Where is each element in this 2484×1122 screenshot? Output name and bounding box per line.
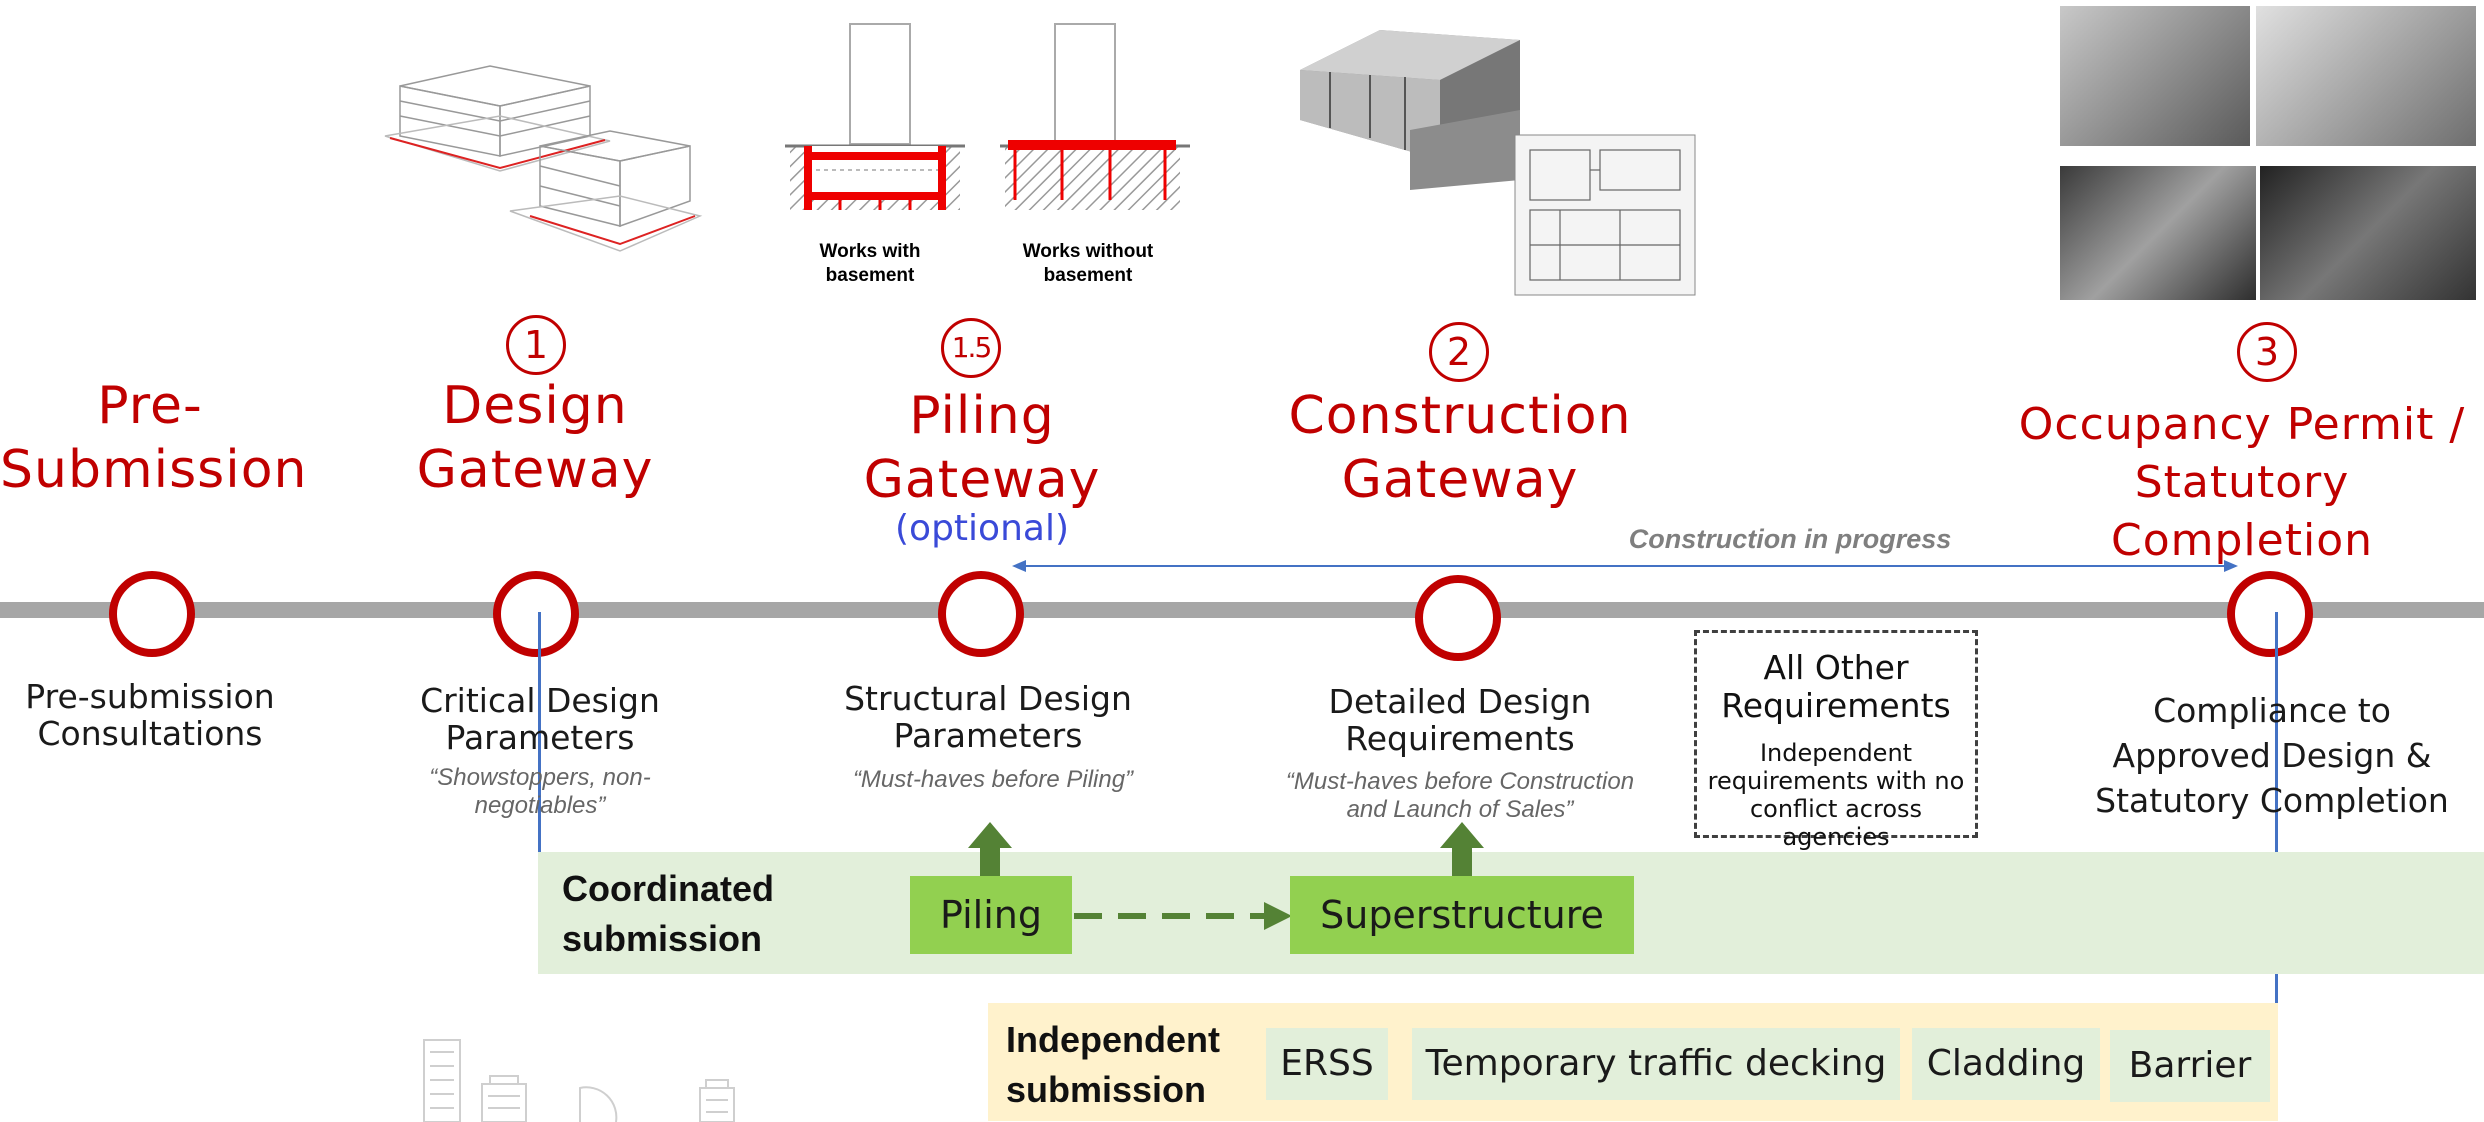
erss-box[interactable]: ERSS: [1266, 1028, 1388, 1100]
caption-construction: Detailed Design Requirements: [1280, 683, 1640, 757]
design-connector-line: [538, 612, 541, 914]
piling-caption-line2: Parameters: [893, 716, 1083, 755]
gateway-title-piling: Piling Gateway: [832, 384, 1132, 512]
pre-title-line2: Submission: [0, 440, 308, 500]
traffic-decking-box[interactable]: Temporary traffic decking: [1412, 1028, 1900, 1100]
milestone-construction[interactable]: [1415, 575, 1501, 661]
independent-label-line2: submission: [1006, 1069, 1207, 1110]
construction-caption-line2: Requirements: [1345, 719, 1575, 758]
occupancy-caption-line3: Statutory Completion: [2095, 781, 2449, 820]
construction-floorplan-images: [1300, 30, 1696, 296]
superstructure-box[interactable]: Superstructure: [1290, 876, 1634, 954]
construction-quote-line2: and Launch of Sales”: [1346, 796, 1574, 823]
photo-scan-building: [2260, 166, 2476, 300]
piling-basement-diagram: [785, 23, 1190, 210]
milestone-piling[interactable]: [938, 571, 1024, 657]
piling-up-arrow: [968, 822, 1012, 878]
pre-title-line1: Pre-: [97, 376, 203, 436]
other-req-desc-line3: conflict across agencies: [1749, 795, 1923, 851]
design-quote-line2: negotiables”: [474, 792, 606, 819]
construction-progress-arrow: [1012, 560, 2238, 572]
gateway-number-2: 2: [1429, 322, 1489, 382]
construction-title-line1: Construction: [1288, 386, 1632, 446]
occupancy-title-line2: Statutory Completion: [2110, 457, 2373, 566]
occupancy-photos: [2060, 6, 2480, 300]
with-basement-line2: basement: [825, 265, 915, 286]
piling-box[interactable]: Piling: [910, 876, 1072, 954]
timeline-track: [0, 602, 2484, 618]
other-req-title-line1: All Other: [1763, 648, 1909, 687]
caption-pre-submission: Pre-submission Consultations: [0, 678, 300, 752]
caption-occupancy: Compliance to Approved Design & Statutor…: [2060, 688, 2484, 823]
with-basement-label: Works with basement: [790, 240, 950, 288]
gateway-title-pre-submission: Pre- Submission: [0, 374, 308, 502]
occupancy-connector-line: [2275, 612, 2278, 1062]
design-caption-line1: Critical Design: [420, 681, 660, 720]
design-title-line2: Gateway: [416, 440, 654, 500]
photo-columns-2: [2256, 6, 2476, 146]
without-basement-label: Works without basement: [1008, 240, 1168, 288]
without-basement-line2: basement: [1043, 265, 1133, 286]
design-title-line1: Design: [442, 376, 628, 436]
gateway-number-3: 3: [2237, 322, 2297, 382]
gateway-number-1: 1: [506, 315, 566, 375]
independent-label-line1: Independent: [1006, 1019, 1220, 1060]
buildings-watermark-icon: [423, 1039, 735, 1122]
photo-columns-1: [2060, 6, 2250, 146]
coordinated-submission-label: Coordinated submission: [562, 864, 774, 964]
with-basement-line1: Works with: [819, 241, 921, 262]
construction-title-line2: Gateway: [1341, 450, 1579, 510]
milestone-occupancy[interactable]: [2227, 571, 2313, 657]
coordinated-label-line2: submission: [562, 918, 763, 959]
occupancy-caption-line1: Compliance to: [2153, 691, 2391, 730]
barrier-box[interactable]: Barrier: [2110, 1030, 2270, 1102]
piling-quote-line1: “Must-haves before Piling”: [852, 766, 1134, 793]
caption-design: Critical Design Parameters: [385, 682, 695, 756]
cladding-box[interactable]: Cladding: [1912, 1028, 2100, 1100]
design-quote-line1: “Showstoppers, non-: [429, 764, 651, 791]
design-caption-line2: Parameters: [445, 718, 635, 757]
occupancy-title-line1: Occupancy Permit /: [2018, 399, 2466, 450]
without-basement-line1: Works without: [1022, 241, 1154, 262]
milestone-design[interactable]: [493, 571, 579, 657]
design-building-sketch: [384, 65, 703, 252]
piling-title-line1: Piling: [909, 386, 1055, 446]
other-requirements-box: All Other Requirements Independent requi…: [1694, 630, 1978, 851]
gateway-title-construction: Construction Gateway: [1280, 384, 1640, 512]
independent-submission-label: Independent submission: [1006, 1015, 1220, 1115]
construction-caption-line1: Detailed Design: [1328, 682, 1592, 721]
construction-quote-line1: “Must-haves before Construction: [1285, 768, 1635, 795]
quote-design: “Showstoppers, non- negotiables”: [385, 764, 695, 820]
other-req-title-line2: Requirements: [1721, 686, 1951, 725]
other-req-desc-line1: Independent: [1759, 739, 1913, 767]
superstructure-up-arrow: [1440, 822, 1484, 878]
occupancy-caption-line2: Approved Design &: [2112, 736, 2432, 775]
piling-optional-label: (optional): [895, 508, 1069, 549]
pre-caption-line1: Pre-submission: [25, 677, 275, 716]
coordinated-label-line1: Coordinated: [562, 868, 774, 909]
construction-progress-label: Construction in progress: [1628, 524, 1952, 554]
gateway-title-occupancy: Occupancy Permit / Statutory Completion: [2000, 396, 2484, 570]
photo-aerial-building: [2060, 166, 2256, 300]
piling-title-line2: Gateway: [863, 450, 1101, 510]
caption-piling: Structural Design Parameters: [808, 680, 1168, 754]
other-req-desc-line2: requirements with no: [1707, 767, 1965, 795]
quote-piling: “Must-haves before Piling”: [808, 766, 1178, 794]
milestone-pre-submission[interactable]: [109, 571, 195, 657]
gateway-number-1-5: 1.5: [941, 318, 1001, 378]
piling-caption-line1: Structural Design: [844, 679, 1132, 718]
gateway-title-design: Design Gateway: [385, 374, 685, 502]
piling-to-superstructure-arrow: [1074, 902, 1292, 930]
quote-construction: “Must-haves before Construction and Laun…: [1250, 768, 1670, 824]
pre-caption-line2: Consultations: [37, 714, 263, 753]
